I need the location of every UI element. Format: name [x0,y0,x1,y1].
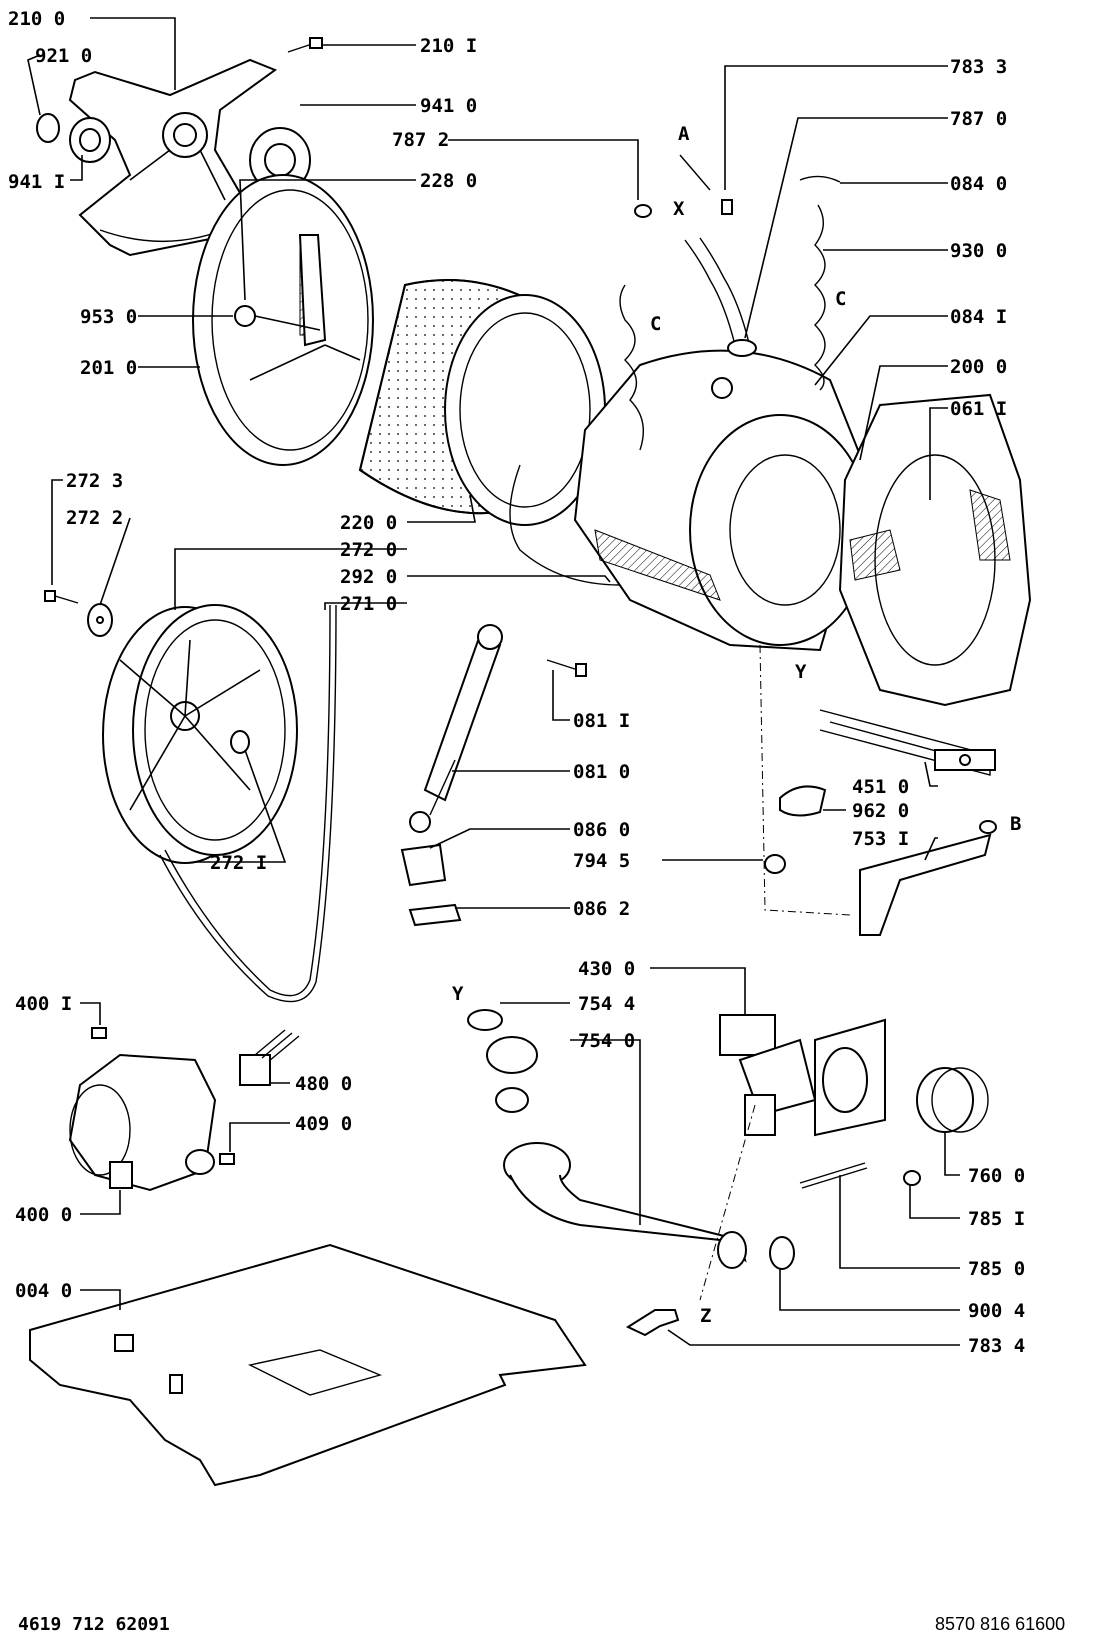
label-084-0: 084 0 [950,173,1007,195]
label-941-0: 941 0 [420,95,477,117]
connector-480-part [239,1029,300,1086]
label-409-0: 409 0 [295,1113,352,1135]
label-451-0: 451 0 [852,776,909,798]
filter-760-part [916,1067,989,1133]
label-200-0: 200 0 [950,356,1007,378]
shock-absorber-part [409,624,503,833]
footer-right-code: 8570 816 61600 [935,1614,1065,1634]
label-061-1: 061 I [950,398,1007,420]
label-228-0: 228 0 [420,170,477,192]
fuse-409-part [219,1153,235,1165]
label-272-1: 272 I [210,852,267,874]
clamp-900-part [769,1236,795,1270]
marker-a: A [678,123,690,145]
label-081-0: 081 0 [573,761,630,783]
front-ring-part [838,393,1032,707]
label-430-0: 430 0 [578,958,635,980]
label-210-0: 210 0 [8,8,65,30]
marker-b: B [1010,813,1021,835]
belt-part [159,604,337,1003]
label-760-0: 760 0 [968,1165,1025,1187]
label-785-1: 785 I [968,1208,1025,1230]
label-794-5: 794 5 [573,850,630,872]
washer-part [87,603,113,637]
bellows-hose-part [634,154,757,357]
seal-wire-part [509,464,621,586]
label-480-0: 480 0 [295,1073,352,1095]
label-754-4: 754 4 [578,993,635,1015]
footer-left-code: 4619 712 62091 [18,1614,170,1635]
label-272-3: 272 3 [66,470,123,492]
label-783-3: 783 3 [950,56,1007,78]
label-900-4: 900 4 [968,1300,1025,1322]
label-787-0: 787 0 [950,108,1007,130]
label-941-1: 941 I [8,171,65,193]
heater-seal-part [779,785,827,817]
label-754-0: 754 0 [578,1030,635,1052]
label-962-0: 962 0 [852,800,909,822]
seal-ring-754-part [467,1009,538,1113]
label-220-0: 220 0 [340,512,397,534]
marker-z: Z [700,1305,711,1327]
marker-x: X [673,198,685,220]
springs-part [619,175,841,451]
marker-y-upper: Y [795,661,807,683]
bracket-086-part [400,843,462,927]
hose-783-4-part [625,1309,680,1337]
label-210-1: 210 I [420,35,477,57]
label-272-2: 272 2 [66,507,123,529]
label-400-0: 400 0 [15,1204,72,1226]
label-201-0: 201 0 [80,357,137,379]
label-783-4: 783 4 [968,1335,1025,1357]
marker-c-left: C [650,313,661,335]
marker-y-lower: Y [452,983,464,1005]
label-272-0: 272 0 [340,539,397,561]
sump-hose-part [503,1142,747,1269]
pulley-part [102,604,298,864]
shock-bolt-part [546,659,587,677]
motor-part [68,1027,217,1192]
small-bearing-part [69,117,111,163]
label-753-1: 753 I [852,828,909,850]
label-787-2: 787 2 [392,129,449,151]
label-086-0: 086 0 [573,819,630,841]
base-plate-part [29,1243,587,1487]
pressure-tube-holder-part [859,820,997,936]
drum-part [358,279,606,526]
label-921-0: 921 0 [35,45,92,67]
drain-pump-part [719,1014,886,1137]
heater-part [819,709,996,776]
label-953-0: 953 0 [80,306,137,328]
tub-part [573,349,872,652]
marker-c-right: C [835,288,846,310]
pulley-bolt-part [44,590,79,604]
rear-tub-part [192,174,374,466]
label-400-1: 400 I [15,993,72,1015]
pipe-785-part [799,1162,921,1189]
drum-spider-part [68,58,278,257]
label-004-0: 004 0 [15,1280,72,1302]
label-271-0: 271 0 [340,593,397,615]
leader-lines [27,17,960,1346]
label-785-0: 785 0 [968,1258,1025,1280]
label-086-2: 086 2 [573,898,630,920]
label-930-0: 930 0 [950,240,1007,262]
label-084-1: 084 I [950,306,1007,328]
circlip-part [36,113,60,143]
bolt-part [287,37,323,53]
label-081-1: 081 I [573,710,630,732]
label-292-0: 292 0 [340,566,397,588]
plug-794-part [764,854,786,874]
